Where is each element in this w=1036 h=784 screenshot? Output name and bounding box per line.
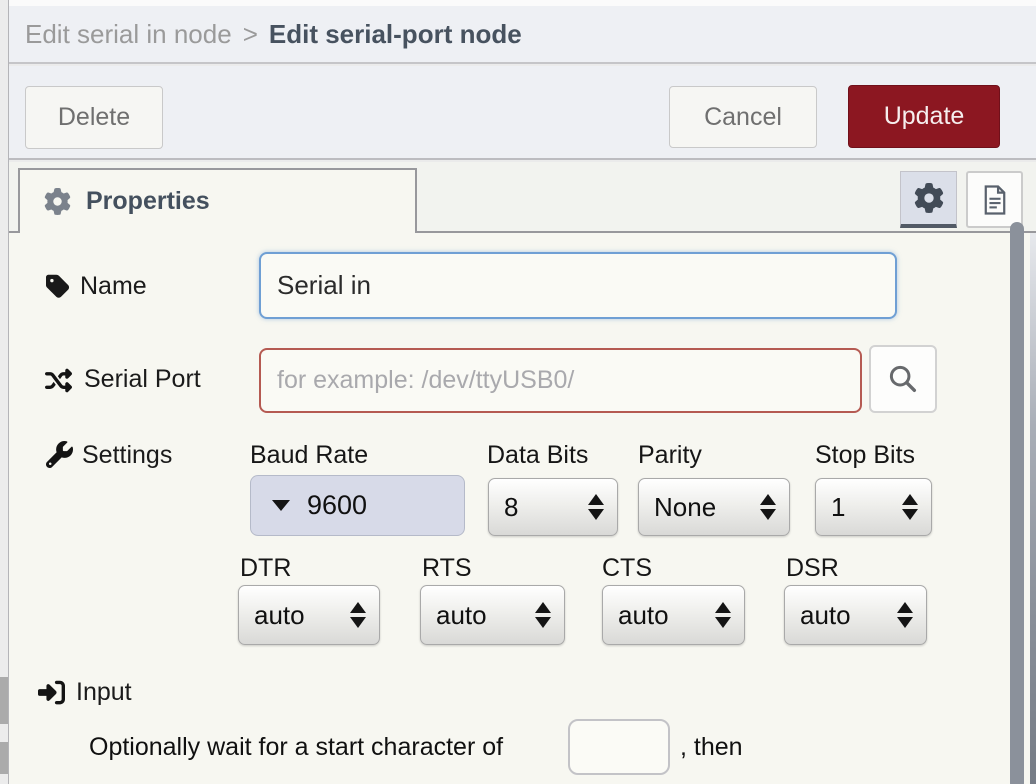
settings-label: Settings: [82, 441, 173, 469]
select-arrows-icon: [715, 602, 731, 628]
data-bits-value: 8: [504, 491, 519, 522]
document-icon: [980, 184, 1010, 216]
select-arrows-icon: [902, 494, 918, 520]
dsr-label: DSR: [786, 554, 839, 582]
select-arrows-icon: [535, 602, 551, 628]
dsr-select[interactable]: auto: [784, 585, 927, 645]
start-character-input[interactable]: [568, 719, 670, 775]
random-icon: [42, 367, 75, 394]
port-lookup-button[interactable]: [869, 345, 937, 413]
select-arrows-icon: [588, 494, 604, 520]
breadcrumb-parent[interactable]: Edit serial in node: [25, 18, 232, 49]
stop-bits-select[interactable]: 1: [815, 478, 932, 536]
stop-bits-label: Stop Bits: [815, 441, 916, 469]
cancel-button[interactable]: Cancel: [669, 86, 817, 148]
name-label: Name: [80, 272, 147, 300]
parity-label: Parity: [638, 441, 702, 469]
tray-top-band: [9, 0, 1036, 6]
cts-value: auto: [618, 599, 669, 630]
workspace-scrollbar-segment: [0, 677, 8, 724]
cts-label: CTS: [602, 554, 652, 582]
rts-select[interactable]: auto: [420, 585, 565, 645]
page-title: Edit serial-port node: [268, 18, 522, 49]
update-button[interactable]: Update: [848, 85, 1000, 148]
baud-rate-value: 9600: [307, 490, 368, 520]
properties-view-button[interactable]: [900, 171, 957, 228]
dtr-label: DTR: [240, 554, 292, 582]
parity-value: None: [654, 491, 717, 522]
cts-select[interactable]: auto: [602, 585, 745, 645]
caret-down-icon: [272, 500, 290, 511]
dtr-value: auto: [254, 599, 305, 630]
parity-select[interactable]: None: [638, 478, 790, 536]
delete-button[interactable]: Delete: [25, 86, 163, 149]
gear-icon: [914, 183, 944, 213]
wait-text-after: , then: [680, 733, 743, 761]
search-icon: [886, 362, 920, 396]
data-bits-label: Data Bits: [487, 441, 589, 469]
breadcrumb-separator: >: [242, 18, 258, 49]
input-section-label: Input: [76, 678, 132, 706]
tab-properties-label: Properties: [86, 187, 210, 215]
workspace-scrollbar-segment: [0, 742, 8, 774]
baud-rate-select[interactable]: 9600: [250, 475, 465, 536]
data-bits-select[interactable]: 8: [488, 478, 618, 536]
rts-value: auto: [436, 599, 487, 630]
rts-label: RTS: [422, 554, 472, 582]
wait-text-before: Optionally wait for a start character of: [89, 733, 504, 761]
dsr-value: auto: [800, 599, 851, 630]
serial-port-input[interactable]: [259, 348, 862, 413]
tab-properties[interactable]: Properties: [18, 168, 417, 233]
select-arrows-icon: [897, 602, 913, 628]
serial-port-label: Serial Port: [84, 365, 201, 393]
sign-in-icon: [38, 679, 65, 706]
select-arrows-icon: [350, 602, 366, 628]
name-input[interactable]: [259, 252, 897, 319]
select-arrows-icon: [760, 494, 776, 520]
gear-icon: [44, 188, 71, 215]
wrench-icon: [46, 441, 73, 468]
right-scrollbar-edge: [1030, 233, 1036, 784]
stop-bits-value: 1: [831, 491, 846, 522]
tag-icon: [46, 273, 73, 300]
form-scrollbar-thumb[interactable]: [1010, 222, 1024, 784]
description-view-button[interactable]: [966, 171, 1023, 228]
breadcrumb: Edit serial in node > Edit serial-port n…: [9, 6, 1036, 64]
workspace-edge: [0, 0, 9, 784]
dtr-select[interactable]: auto: [238, 585, 380, 645]
baud-rate-label: Baud Rate: [250, 441, 369, 469]
